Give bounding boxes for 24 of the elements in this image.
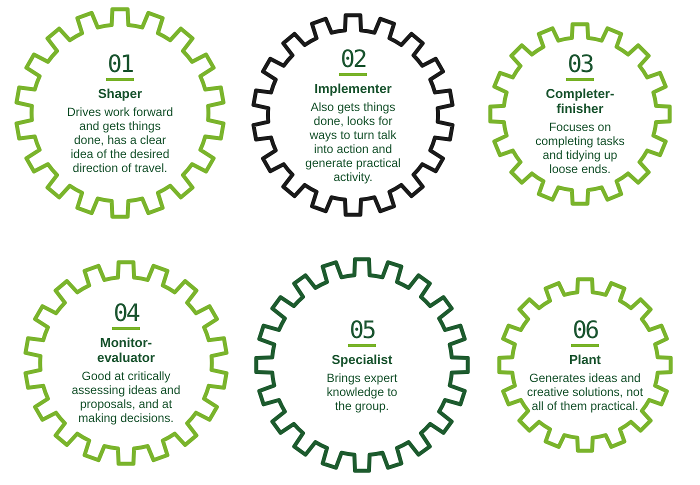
gear-shape	[251, 13, 455, 217]
role-description: Also gets things done, looks for ways to turn talk into action and generate practical activity.	[304, 100, 402, 184]
role-title: Shaper	[98, 86, 142, 100]
step-number: 03	[566, 52, 594, 81]
role-description: Drives work forward and gets things done, has a clear idea of the desired direction of travel.	[66, 104, 174, 174]
gear-shape	[14, 7, 226, 219]
step-number: 02	[338, 46, 368, 76]
role-title: Monitor-evaluator	[96, 335, 156, 365]
gear-shape	[497, 277, 673, 453]
role-title: Completer-finisher	[544, 86, 616, 116]
gear-shape	[254, 257, 470, 473]
step-number: 05	[348, 318, 376, 346]
step-number: 04	[112, 301, 140, 330]
role-title: Specialist	[332, 352, 392, 366]
role-description: Generates ideas and creative solutions, not all of them practical.	[526, 370, 644, 412]
gear-shape	[23, 260, 229, 466]
step-number: 01	[106, 52, 134, 80]
gear-shape	[488, 22, 672, 206]
role-title: Plant	[569, 352, 601, 366]
role-title: Implementer	[314, 80, 392, 96]
role-description: Focuses on completing tasks and tidying up loose ends.	[534, 120, 626, 176]
role-description: Good at critically assessing ideas and proposals, and at making decisions.	[70, 369, 182, 425]
step-number: 06	[570, 318, 600, 346]
role-description: Brings expert knowledge to the group.	[326, 370, 398, 412]
